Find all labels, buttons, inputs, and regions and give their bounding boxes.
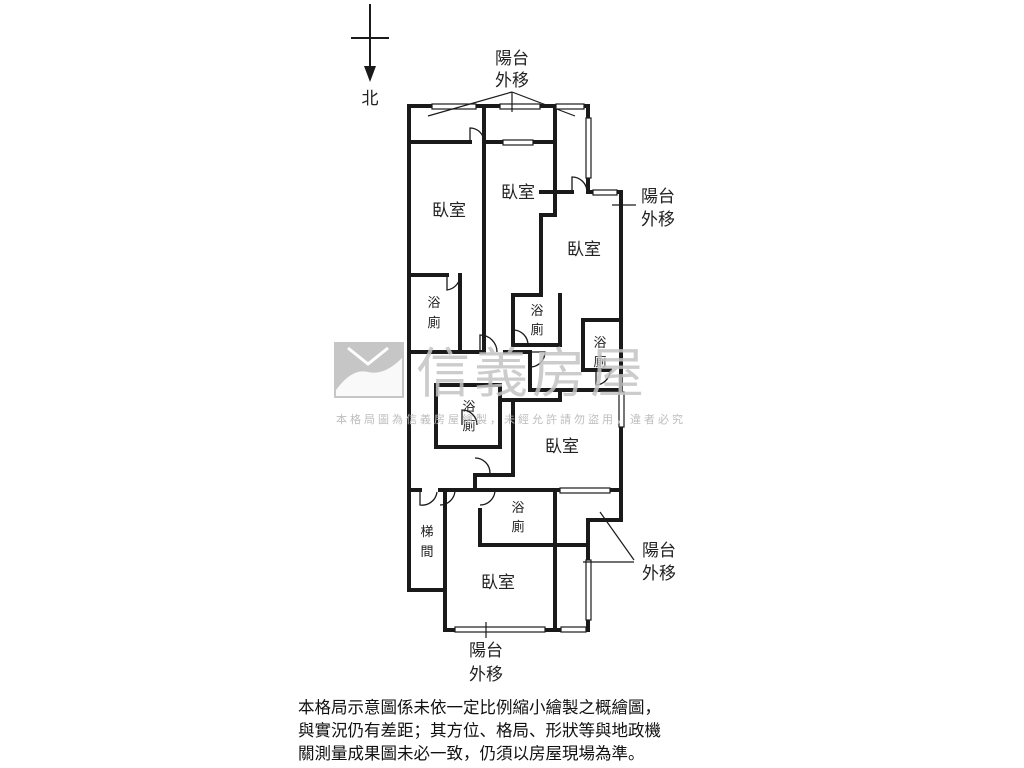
bath-mid-label-2: 廁 bbox=[530, 322, 543, 338]
balcony-east-label-1: 陽台 bbox=[641, 187, 675, 207]
balcony-east-label-2: 外移 bbox=[641, 210, 675, 230]
bedroom-south-label: 臥室 bbox=[481, 573, 515, 593]
bedroom-center-label: 臥室 bbox=[545, 437, 579, 457]
bedroom-nw-label: 臥室 bbox=[432, 201, 466, 221]
stair-label-2: 間 bbox=[420, 545, 433, 560]
balcony-south-label-2: 外移 bbox=[469, 665, 503, 685]
balcony-southeast-label-2: 外移 bbox=[642, 564, 676, 584]
bath-center-label-2: 廁 bbox=[462, 418, 475, 434]
bath-mid-label-1: 浴 bbox=[530, 304, 543, 319]
stair-label-1: 梯 bbox=[420, 525, 433, 540]
windows bbox=[431, 103, 625, 633]
brand-logo bbox=[334, 342, 404, 398]
disclaimer-line-1: 本格局示意圖係未依一定比例縮小繪製之概繪圖， bbox=[298, 698, 661, 717]
balcony-southeast-label-1: 陽台 bbox=[642, 541, 676, 561]
north-compass bbox=[351, 4, 389, 82]
balcony-north-label-2: 外移 bbox=[495, 71, 529, 91]
disclaimer-line-3: 關測量成果圖未必一致，仍須以房屋現場為準。 bbox=[298, 744, 645, 763]
bedroom-n-mid-label: 臥室 bbox=[501, 183, 535, 203]
disclaimer: 本格局示意圖係未依一定比例縮小繪製之概繪圖， 與實況仍有差距；其方位、格局、形狀… bbox=[298, 696, 758, 765]
disclaimer-line-2: 與實況仍有差距；其方位、格局、形狀等與地政機 bbox=[298, 721, 661, 740]
bath-west-label-2: 廁 bbox=[427, 315, 440, 331]
compass-label: 北 bbox=[362, 89, 379, 109]
bath-east-label-2: 廁 bbox=[593, 354, 606, 370]
watermark-notice: 本格局圖為信義房屋繪製，未經允許請勿盜用，違者必究 bbox=[336, 412, 686, 426]
bath-west-label-1: 浴 bbox=[427, 296, 440, 311]
doors bbox=[419, 127, 611, 575]
bath-east-label-1: 浴 bbox=[593, 336, 606, 351]
balcony-south-label-1: 陽台 bbox=[469, 641, 503, 661]
watermark-brand: 信義房屋 bbox=[416, 342, 648, 405]
bath-south-label-2: 廁 bbox=[511, 519, 524, 535]
callout-lines bbox=[427, 91, 636, 638]
bath-center-label-1: 浴 bbox=[462, 400, 475, 415]
bath-south-label-1: 浴 bbox=[511, 501, 524, 516]
balcony-north-label-1: 陽台 bbox=[495, 49, 529, 69]
bedroom-ne-label: 臥室 bbox=[567, 240, 601, 260]
